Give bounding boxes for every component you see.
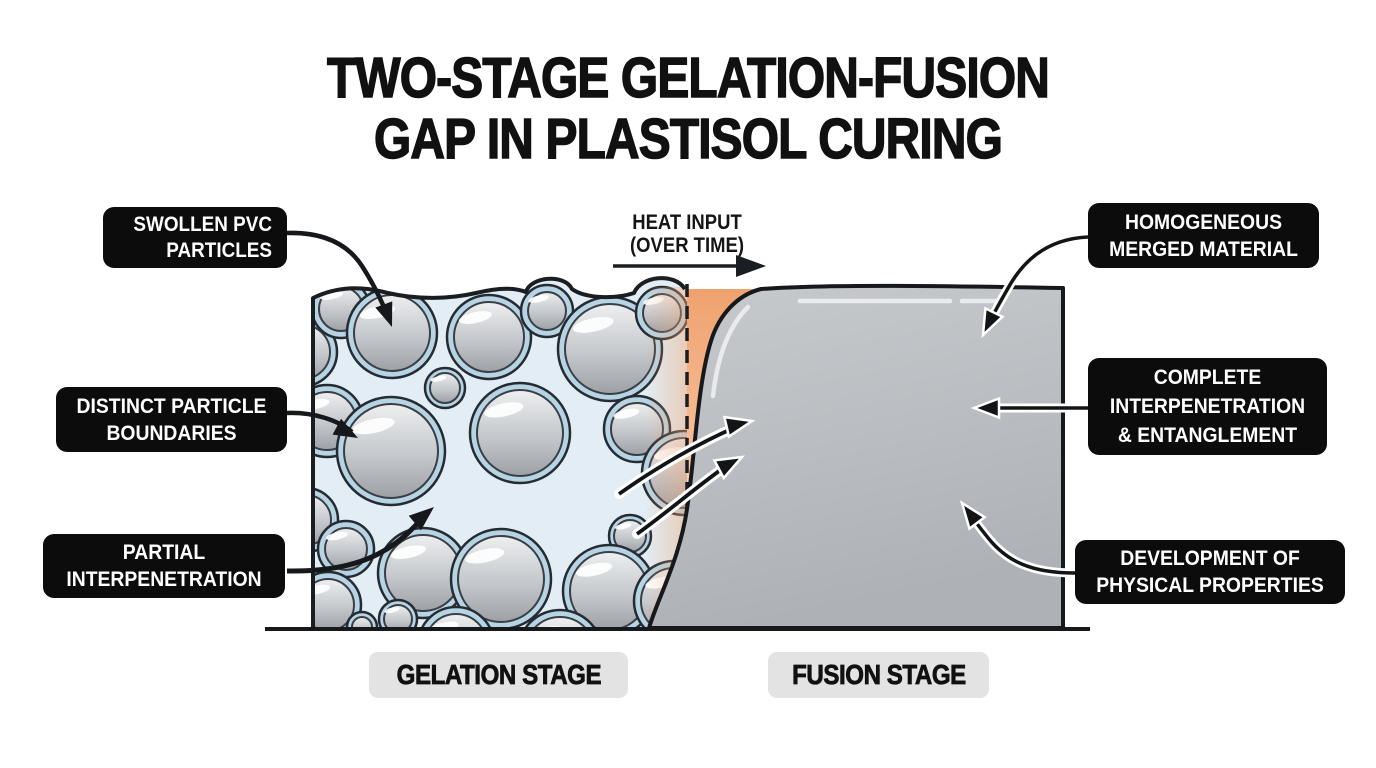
callout-line: DEVELOPMENT OF [1120,546,1300,570]
heat-arrow [613,255,766,277]
callout-swollen-pvc-particles: SWOLLEN PVC PARTICLES [103,207,287,268]
callout-line: PARTICLES [166,238,272,262]
complete-interpenetration-arrow [970,396,1093,420]
heat-input-line-2: (OVER TIME) [630,234,744,257]
callout-line: PARTIAL [122,540,206,564]
particle-boundaries-arrow [286,410,358,438]
heat-input-label: HEAT INPUT (OVER TIME) [616,211,758,257]
fusion-mass-highlights [710,298,1003,399]
callout-line: DISTINCT PARTICLE [76,393,267,418]
gelation-outline [311,276,687,628]
fusion-mass [647,283,1065,630]
callout-line: SWOLLEN PVC [133,212,272,236]
interpenetration-flow-arrow-2 [632,455,746,539]
callout-development-physical-properties: DEVELOPMENT OF PHYSICAL PROPERTIES [1075,540,1345,604]
callout-line: BOUNDARIES [106,420,237,445]
interpenetration-flow-arrow-1 [614,415,756,499]
callout-partial-interpenetration: PARTIAL INTERPENETRATION [43,534,285,598]
partial-interpenetration-arrow [286,507,434,574]
gelation-stage-label: GELATION STAGE [369,652,628,698]
callout-line: & ENTANGLEMENT [1117,423,1298,447]
callout-line: PHYSICAL PROPERTIES [1096,573,1324,597]
title-line-2: GAP IN PLASTISOL CURING [373,107,1003,171]
callout-homogeneous-merged-material: HOMOGENEOUS MERGED MATERIAL [1088,203,1319,268]
page-title: TWO-STAGE GELATION-FUSION GAP IN PLASTIS… [0,46,1376,171]
physical-properties-arrow [959,500,1080,578]
callout-line: MERGED MATERIAL [1109,236,1298,261]
callout-line: COMPLETE [1153,365,1262,389]
heat-input-line-1: HEAT INPUT [632,211,742,234]
title-line-1: TWO-STAGE GELATION-FUSION [326,46,1050,110]
fusion-stage-label: FUSION STAGE [768,652,989,698]
swollen-particles-arrow [286,230,393,327]
callout-line: INTERPENETRATION [1109,394,1306,418]
callout-complete-interpenetration: COMPLETE INTERPENETRATION & ENTANGLEMENT [1088,358,1327,455]
callout-line: INTERPENETRATION [66,567,262,591]
homogeneous-material-arrow [981,232,1093,339]
callout-line: HOMOGENEOUS [1125,209,1282,234]
callout-distinct-particle-boundaries: DISTINCT PARTICLE BOUNDARIES [56,387,287,452]
